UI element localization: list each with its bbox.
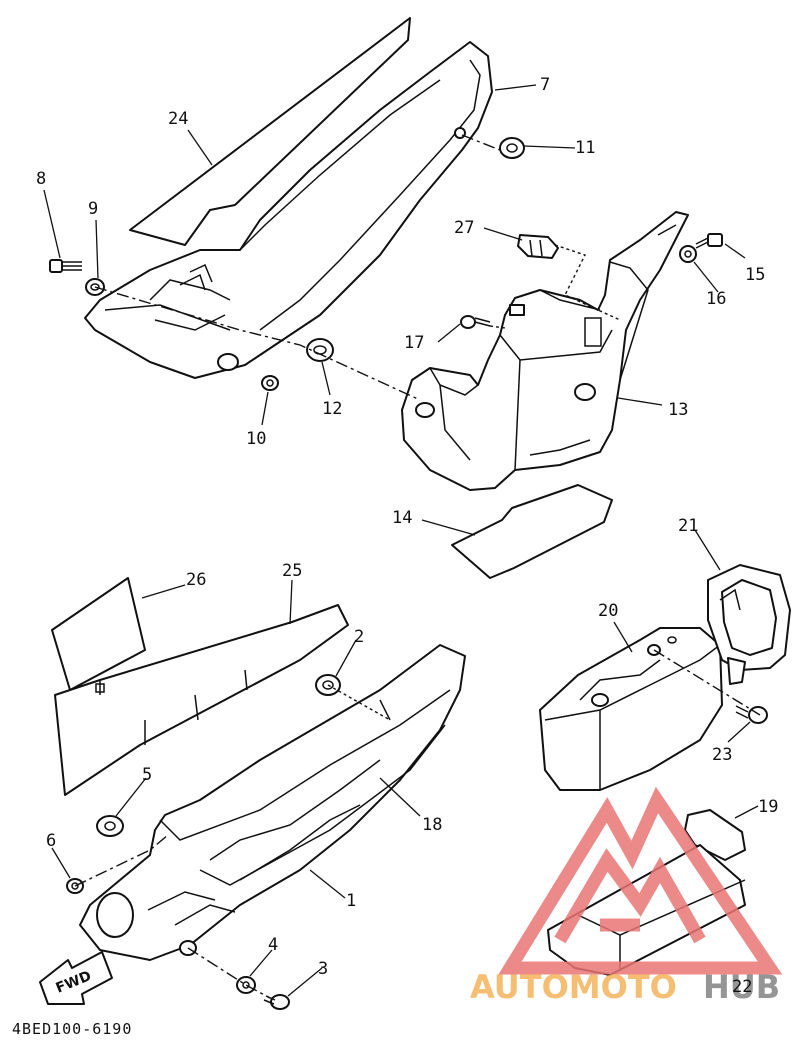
part-23-bolt [735,705,768,724]
label-2: 2 [354,627,364,647]
label-9: 9 [88,199,98,219]
part-3-screw [263,994,290,1010]
part-27-clip [517,234,559,259]
assembly-line-4 [489,325,506,329]
label-4: 4 [268,935,278,955]
watermark-a-mark [498,786,783,975]
part-8-bolt [49,259,82,273]
label-10: 10 [246,429,266,449]
fwd-arrow: FWD [39,951,113,1005]
label-23: 23 [712,745,732,765]
watermark-text-automoto: AUTOMOTO [470,968,677,1006]
part-1-side-cover [79,644,466,961]
part-7-side-cover [84,41,493,379]
part-26-decal [51,577,146,691]
part-11-damper [499,137,525,159]
part-20-box [539,627,723,791]
leader-lines [43,84,759,997]
assembly-line-5 [74,834,169,887]
label-15: 15 [745,265,765,285]
label-14: 14 [392,508,412,528]
label-1: 1 [346,891,356,911]
label-19: 19 [758,797,778,817]
assembly-line-8 [653,649,761,716]
assembly-line-6 [187,947,271,999]
watermark-logo: AUTOMOTO HUB [470,786,783,1006]
label-16: 16 [706,289,726,309]
label-6: 6 [46,831,56,851]
label-3: 3 [318,959,328,979]
label-17: 17 [404,333,424,353]
part-5-damper [96,815,124,837]
label-22: 22 [732,977,752,997]
label-25: 25 [282,561,302,581]
part-4-washer [236,976,256,994]
label-13: 13 [668,400,688,420]
label-11: 11 [575,138,595,158]
part-24-decal-sheet [129,17,411,246]
label-5: 5 [142,765,152,785]
part-14-pad [451,484,613,579]
part-labels: 7 11 24 8 9 10 12 27 15 16 17 13 14 26 2… [36,75,778,997]
watermark-text-hub: HUB [703,968,780,1006]
assembly-line-1 [94,286,421,401]
label-20: 20 [598,601,618,621]
part-16-grommet [679,245,697,263]
part-12-damper [306,338,334,362]
part-10-washer [261,375,279,391]
label-21: 21 [678,516,698,536]
diagram-code: 4BED100-6190 [12,1020,132,1038]
part-17-bolt [460,315,491,329]
label-18: 18 [422,815,442,835]
part-22-block [547,844,746,976]
part-21-bracket [707,564,791,685]
part-13-case [401,211,689,491]
label-27: 27 [454,218,474,238]
label-12: 12 [322,399,342,419]
label-7: 7 [540,75,550,95]
label-8: 8 [36,169,46,189]
assembly-line-2 [461,134,501,151]
label-24: 24 [168,109,188,129]
part-25-long-pad [54,604,349,796]
part-15-bolt [695,233,723,249]
label-26: 26 [186,570,206,590]
